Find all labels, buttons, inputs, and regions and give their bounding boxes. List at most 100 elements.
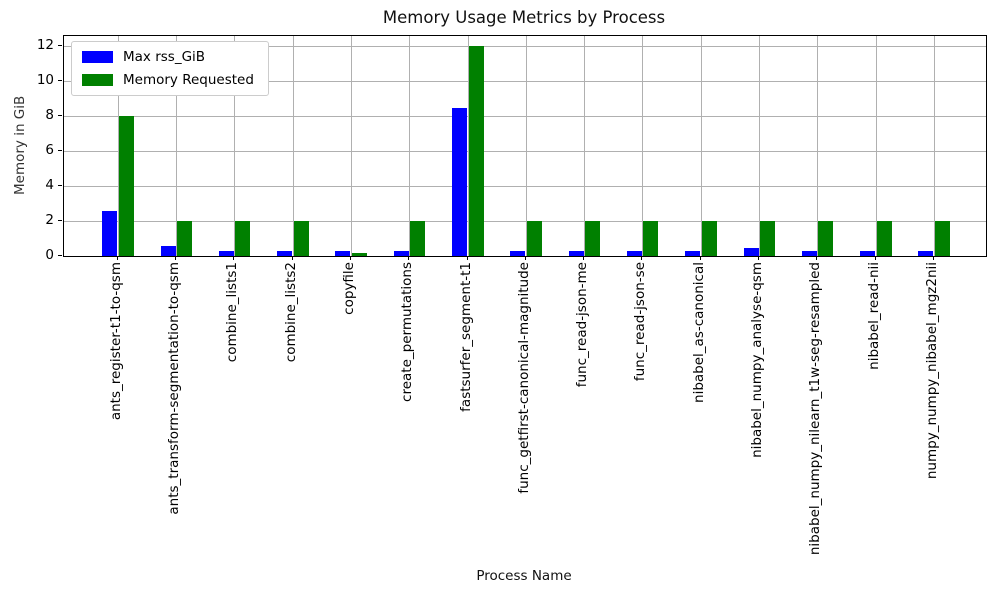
x-tick-mark [583, 256, 585, 260]
y-tick-label: 10 [36, 72, 54, 89]
bar-memory-requested [934, 221, 950, 256]
bar-max-rss [801, 251, 817, 256]
gridline-horizontal [64, 221, 986, 223]
bar-memory-requested [701, 221, 717, 256]
bar-max-rss [277, 251, 293, 256]
x-tick-mark [408, 256, 410, 260]
bar-max-rss [568, 251, 584, 256]
bar-memory-requested [818, 221, 834, 256]
gridline-vertical [584, 36, 586, 256]
gridline-vertical [234, 36, 236, 256]
gridline-horizontal [64, 46, 986, 48]
x-tick-mark [349, 256, 351, 260]
legend-swatch-max-rss [82, 51, 113, 63]
bar-memory-requested [526, 221, 542, 256]
x-tick-label: combine_lists2 [282, 262, 299, 363]
bar-memory-requested [293, 221, 309, 256]
y-tick-label: 8 [45, 107, 54, 124]
legend-label-max-rss: Max rss_GiB [123, 49, 206, 65]
chart-title: Memory Usage Metrics by Process [382, 8, 666, 27]
y-tick-mark [58, 220, 62, 222]
gridline-vertical [117, 36, 119, 256]
y-tick-mark [58, 150, 62, 152]
x-tick-mark [175, 256, 176, 260]
x-tick-label: numpy_numpy_nibabel_mgz2nii [923, 262, 940, 480]
gridline-vertical [933, 36, 935, 256]
y-tick-label: 0 [45, 247, 54, 263]
gridline-vertical [176, 36, 177, 256]
gridline-horizontal [64, 81, 986, 83]
bar-memory-requested [468, 46, 484, 256]
bar-max-rss [452, 108, 467, 256]
gridline-vertical [525, 36, 527, 256]
x-tick-label: nibabel_as-canonical [690, 262, 707, 403]
bar-max-rss [102, 211, 118, 256]
bar-memory-requested [118, 116, 134, 256]
y-tick-label: 4 [45, 177, 54, 194]
legend-entry-memory-requested: Memory Requested [82, 72, 254, 88]
legend: Max rss_GiB Memory Requested [71, 41, 269, 96]
x-tick-label: combine_lists1 [224, 262, 241, 363]
x-tick-label: nibabel_numpy_nilearn_t1w-seg-resampled [807, 262, 824, 556]
gridline-vertical [350, 36, 352, 256]
y-tick-label: 6 [45, 142, 54, 159]
x-tick-mark [466, 256, 468, 260]
x-tick-mark [874, 256, 876, 260]
bar-memory-requested [410, 221, 426, 256]
gridline-horizontal [64, 116, 986, 118]
bar-memory-requested [643, 221, 659, 256]
x-tick-label: create_permutations [399, 262, 416, 402]
x-tick-mark [758, 256, 759, 260]
x-tick-label: nibabel_numpy_analyse-qsm [749, 262, 765, 458]
gridline-vertical [292, 36, 294, 256]
bar-max-rss [685, 251, 701, 256]
x-tick-mark [641, 256, 643, 260]
gridline-horizontal [64, 186, 986, 188]
x-tick-mark [816, 256, 818, 260]
x-tick-label: ants_transform-segmentation-to-qsm [166, 262, 182, 515]
bar-max-rss [918, 251, 934, 256]
gridline-horizontal [64, 151, 986, 153]
bar-max-rss [860, 251, 876, 256]
bar-memory-requested [351, 253, 367, 256]
gridline-vertical [817, 36, 819, 256]
gridline-vertical [759, 36, 760, 256]
x-axis-label: Process Name [476, 568, 572, 584]
y-tick-mark [58, 185, 62, 187]
gridline-vertical [642, 36, 644, 256]
x-tick-mark [699, 256, 701, 260]
x-tick-label: ants_register-t1-to-qsm [107, 262, 124, 421]
bar-memory-requested [177, 221, 192, 256]
bar-memory-requested [235, 221, 251, 256]
x-tick-mark [524, 256, 526, 260]
legend-label-memory-requested: Memory Requested [123, 72, 254, 88]
bar-max-rss [743, 248, 759, 256]
y-tick-mark [58, 255, 62, 256]
plot-area: Max rss_GiB Memory Requested [63, 35, 987, 257]
gridline-vertical [409, 36, 411, 256]
bar-memory-requested [585, 221, 601, 256]
legend-swatch-memory-requested [82, 74, 113, 86]
y-tick-mark [58, 80, 62, 82]
y-tick-label: 2 [45, 212, 54, 229]
bar-max-rss [510, 251, 526, 256]
x-tick-label: func_read-json-me [574, 262, 591, 388]
x-tick-mark [291, 256, 293, 260]
x-tick-label: nibabel_read-nii [865, 262, 882, 370]
bar-memory-requested [876, 221, 892, 256]
bar-max-rss [335, 251, 351, 256]
x-tick-label: fastsurfer_segment-t1 [457, 262, 474, 412]
x-tick-mark [932, 256, 934, 260]
bar-max-rss [626, 251, 642, 256]
bar-max-rss [218, 251, 234, 256]
x-tick-mark [233, 256, 235, 260]
x-tick-label: func_getfirst-canonical-magnitude [515, 262, 532, 494]
y-tick-label: 12 [36, 37, 54, 54]
bar-max-rss [393, 251, 409, 256]
y-tick-mark [58, 45, 62, 47]
gridline-vertical [875, 36, 877, 256]
x-tick-label: func_read-json-se [632, 262, 649, 382]
gridline-vertical [700, 36, 702, 256]
bar-max-rss [160, 246, 176, 256]
